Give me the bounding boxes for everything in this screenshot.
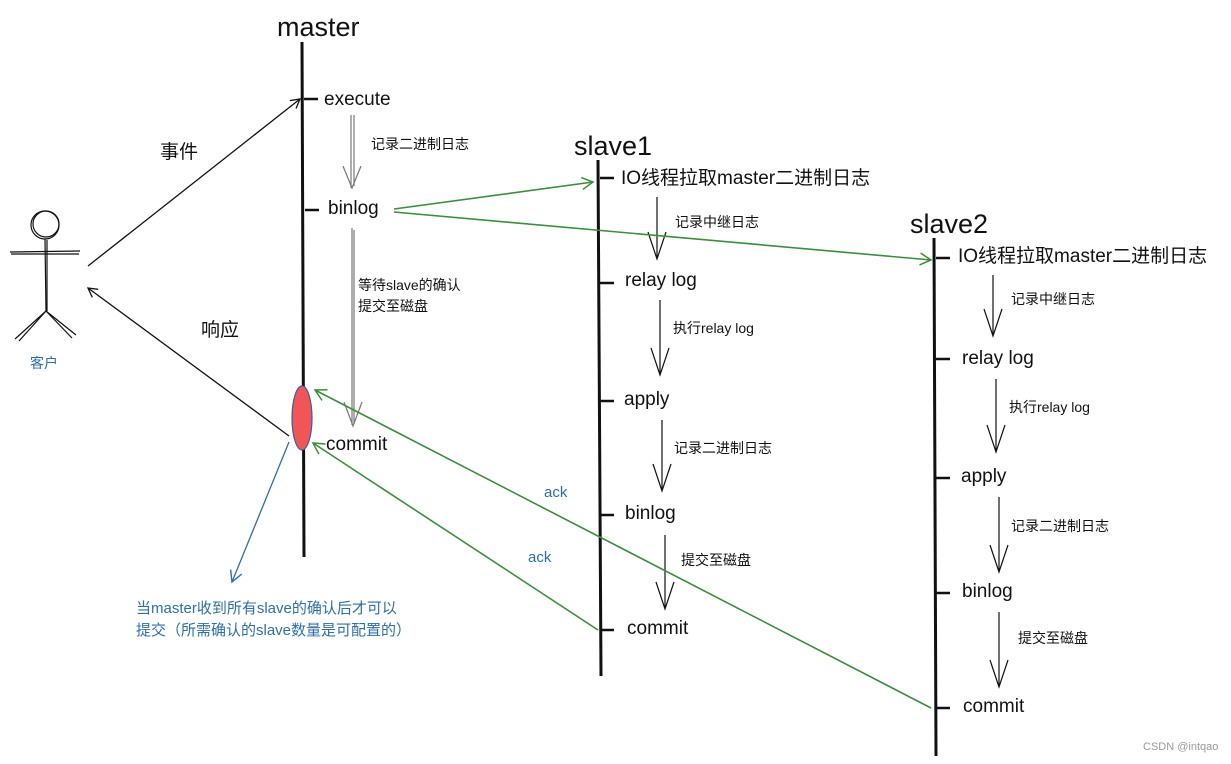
ack-label-slave1: ack xyxy=(528,549,552,566)
slave1-note-record-binlog: 记录二进制日志 xyxy=(674,440,772,456)
slave1-title: slave1 xyxy=(574,131,653,161)
slave1-step-commit: commit xyxy=(627,618,689,639)
annotation-line-2: 提交（所需确认的slave数量是可配置的） xyxy=(136,622,412,639)
slave2-step-apply: apply xyxy=(961,466,1007,487)
slave1-timeline xyxy=(596,159,603,677)
master-step-ticks xyxy=(304,97,319,212)
annotation-arrow xyxy=(229,441,290,584)
master-timeline xyxy=(300,41,306,558)
master-note-wait-ack: 等待slave的确认 xyxy=(358,277,461,293)
response-arrow xyxy=(86,287,290,437)
master-note-record-binlog: 记录二进制日志 xyxy=(371,136,469,152)
slave2-note-exec-relay: 执行relay log xyxy=(1009,399,1090,415)
ack-arrow-slave2 xyxy=(313,388,932,709)
binlog-to-slave1-arrow xyxy=(393,176,595,210)
master-step-execute: execute xyxy=(324,89,391,110)
slave2-note-commit-disk: 提交至磁盘 xyxy=(1018,630,1088,646)
slave2-flow-arrows xyxy=(983,275,1009,689)
client-label: 客户 xyxy=(30,355,58,371)
slave2-step-binlog: binlog xyxy=(962,581,1013,602)
slave1-flow-arrows xyxy=(647,197,675,611)
event-label: 事件 xyxy=(160,142,199,163)
slave1-step-relay-log: relay log xyxy=(625,270,697,291)
ack-label-slave2: ack xyxy=(544,484,568,501)
client-stick-figure xyxy=(9,210,81,342)
event-arrow xyxy=(87,98,302,267)
master-step-commit: commit xyxy=(326,434,388,455)
slave1-step-io-thread: IO线程拉取master二进制日志 xyxy=(621,168,871,189)
slave1-step-apply: apply xyxy=(624,389,670,410)
binlog-to-slave2-arrow xyxy=(393,211,933,266)
master-flow-arrows xyxy=(342,115,363,428)
slave2-title: slave2 xyxy=(910,209,989,239)
slave1-note-relay: 记录中继日志 xyxy=(675,214,759,230)
ack-arrow-slave1 xyxy=(311,442,599,631)
slave2-step-io-thread: IO线程拉取master二进制日志 xyxy=(958,246,1208,267)
slave1-step-binlog: binlog xyxy=(625,503,676,524)
slave1-note-commit-disk: 提交至磁盘 xyxy=(681,552,751,568)
master-title: master xyxy=(277,12,360,42)
master-note-commit-disk: 提交至磁盘 xyxy=(358,298,428,314)
slave2-timeline xyxy=(932,237,938,757)
slave2-step-ticks xyxy=(936,256,950,710)
response-label: 响应 xyxy=(201,320,240,341)
commit-marker xyxy=(291,385,313,451)
slave2-step-relay-log: relay log xyxy=(962,348,1034,369)
slave2-note-relay: 记录中继日志 xyxy=(1011,291,1095,307)
slave1-note-exec-relay: 执行relay log xyxy=(673,320,754,336)
annotation-line-1: 当master收到所有slave的确认后才可以 xyxy=(136,600,397,617)
slave1-step-ticks xyxy=(600,176,614,632)
master-step-binlog: binlog xyxy=(328,198,379,219)
slave2-step-commit: commit xyxy=(963,696,1025,717)
slave2-note-record-binlog: 记录二进制日志 xyxy=(1011,518,1109,534)
watermark: CSDN @intqao xyxy=(1143,741,1219,753)
